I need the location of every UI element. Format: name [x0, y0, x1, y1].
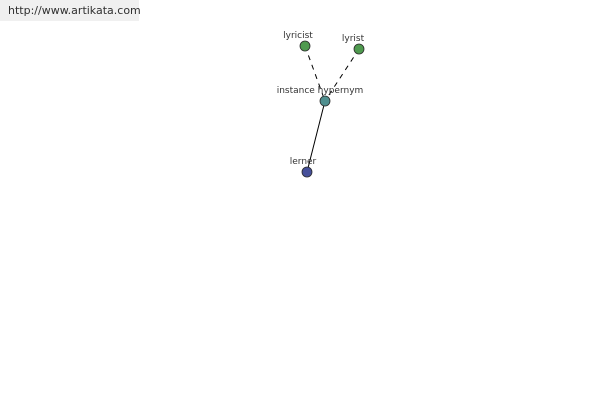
- node-lyrist-dot[interactable]: [353, 43, 365, 55]
- node-instance-hypernym-dot[interactable]: [319, 95, 331, 107]
- edges-layer: [304, 45, 360, 173]
- edge-instance-hypernym-to-lerner: [306, 100, 326, 173]
- node-lyricist[interactable]: lyricist: [283, 31, 313, 52]
- node-lerner-label: lerner: [290, 157, 317, 167]
- source-url-label[interactable]: http://www.artikata.com: [0, 0, 141, 21]
- node-instance-hypernym[interactable]: instance hypernym: [277, 86, 364, 107]
- node-lyricist-dot[interactable]: [299, 40, 311, 52]
- node-lerner-dot[interactable]: [301, 166, 313, 178]
- node-lyrist[interactable]: lyrist: [342, 34, 365, 55]
- node-lerner[interactable]: lerner: [290, 157, 317, 178]
- node-lyrist-label: lyrist: [342, 34, 365, 44]
- node-lyricist-label: lyricist: [283, 31, 313, 41]
- node-instance-hypernym-label: instance hypernym: [277, 86, 364, 96]
- nodes-layer: lyricist lyrist instance hypernym lerner: [277, 31, 365, 178]
- edge-lyrist-to-instance-hypernym: [324, 48, 360, 102]
